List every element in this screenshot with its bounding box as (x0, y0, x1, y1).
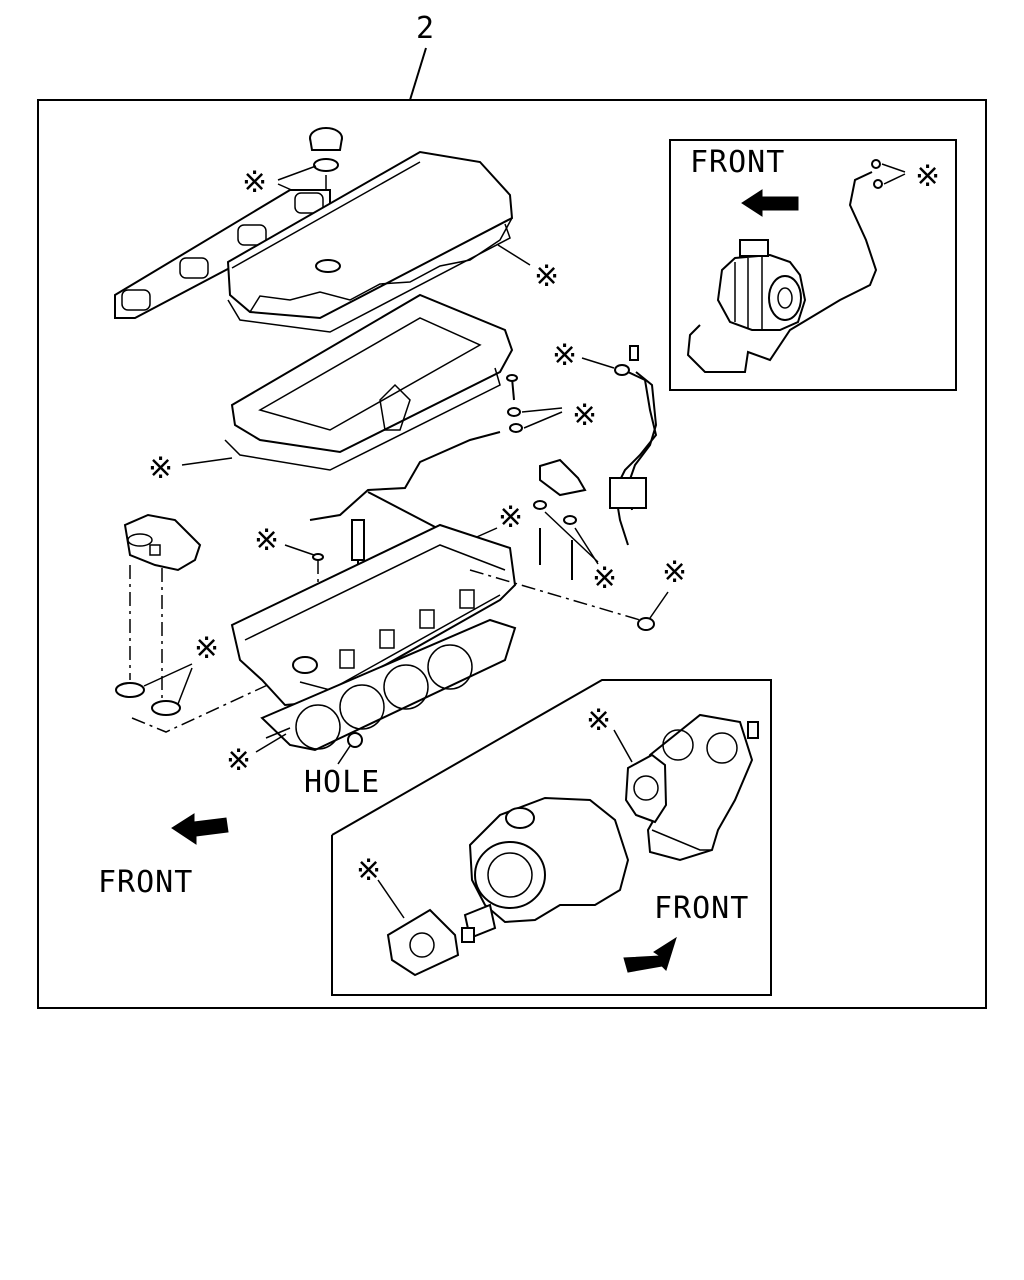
kit-marker: ※ (254, 523, 279, 558)
small-seal (312, 553, 324, 561)
marker-leader (523, 411, 563, 429)
marker-leader (649, 591, 669, 619)
front-label-bottom-left: FRONT (98, 865, 193, 900)
thermostat-seal (115, 682, 145, 698)
kit-marker: ※ (356, 853, 381, 888)
thermostat-seal (151, 700, 181, 716)
marker-leader (613, 729, 633, 763)
pipe-gasket (873, 179, 883, 189)
inset-frame-top-right (669, 139, 957, 391)
kit-marker: ※ (148, 451, 173, 486)
callout-number: 2 (416, 11, 434, 46)
exhaust-manifold-gasket (114, 189, 331, 319)
marker-leader (581, 357, 615, 369)
turbo-outlet-gasket (624, 753, 668, 824)
cylinder-head (230, 523, 517, 707)
kit-marker: ※ (534, 259, 559, 294)
kit-marker: ※ (498, 500, 523, 535)
seal-dash (131, 669, 301, 733)
head-cover-gasket (227, 223, 511, 333)
oil-filler-cap (309, 127, 343, 172)
front-label-top-right: FRONT (690, 145, 785, 180)
cylinder-head-gasket (260, 618, 517, 752)
front-label-bottom-right: FRONT (654, 891, 749, 926)
front-arrow-top-right (741, 189, 799, 217)
kit-marker: ※ (242, 165, 267, 200)
gasket-leader (881, 163, 906, 173)
marker-leader (521, 407, 563, 413)
hole-leader (337, 745, 351, 765)
turbocharger (461, 796, 630, 943)
injection-pump-inset: FRONT ※ (669, 139, 957, 391)
kit-marker: ※ (572, 398, 597, 433)
front-arrow-bottom-right (623, 936, 677, 973)
marker-leader (377, 879, 405, 919)
injector-clamp (533, 458, 587, 580)
filler-cap-seal (313, 158, 339, 172)
marker-leader (574, 527, 599, 565)
turbo-outlet-pipe (643, 713, 759, 862)
kit-marker: ※ (586, 703, 611, 738)
marker-leader (497, 244, 531, 266)
injection-pump (716, 239, 807, 331)
turbocharger-inset: ※ ※ FRONT (331, 679, 772, 996)
kit-marker: ※ (915, 159, 940, 194)
marker-leader (181, 457, 233, 466)
front-arrow-bottom-left (171, 813, 229, 845)
marker-leader (255, 733, 287, 753)
fuel-pipe (686, 171, 878, 373)
kit-marker: ※ (592, 561, 617, 596)
kit-marker: ※ (552, 338, 577, 373)
marker-leader (265, 727, 291, 739)
kit-marker: ※ (226, 743, 251, 778)
turbo-inlet-gasket (386, 908, 460, 977)
pipe-gasket (871, 159, 881, 169)
marker-leader (177, 667, 193, 705)
gasket-hole (347, 732, 363, 748)
inset-frame-bottom-right (331, 679, 772, 996)
marker-leader (284, 544, 315, 556)
gasket-leader (883, 173, 906, 185)
thermostat-housing (123, 513, 202, 572)
callout-leader (409, 47, 427, 101)
carrier-bolt (506, 374, 523, 433)
camshaft-carrier (230, 293, 514, 454)
head-seal (637, 617, 655, 631)
banjo-bolt (609, 345, 658, 546)
marker-leader (544, 511, 599, 563)
kit-marker: ※ (662, 555, 687, 590)
main-frame (37, 99, 987, 1009)
head-leader (469, 569, 641, 621)
marker-leader (277, 165, 317, 181)
hole-label: HOLE (304, 765, 380, 800)
marker-leader (143, 663, 193, 687)
leak-off-pipe (309, 431, 501, 521)
carrier-gasket (224, 367, 501, 471)
kit-marker: ※ (194, 631, 219, 666)
